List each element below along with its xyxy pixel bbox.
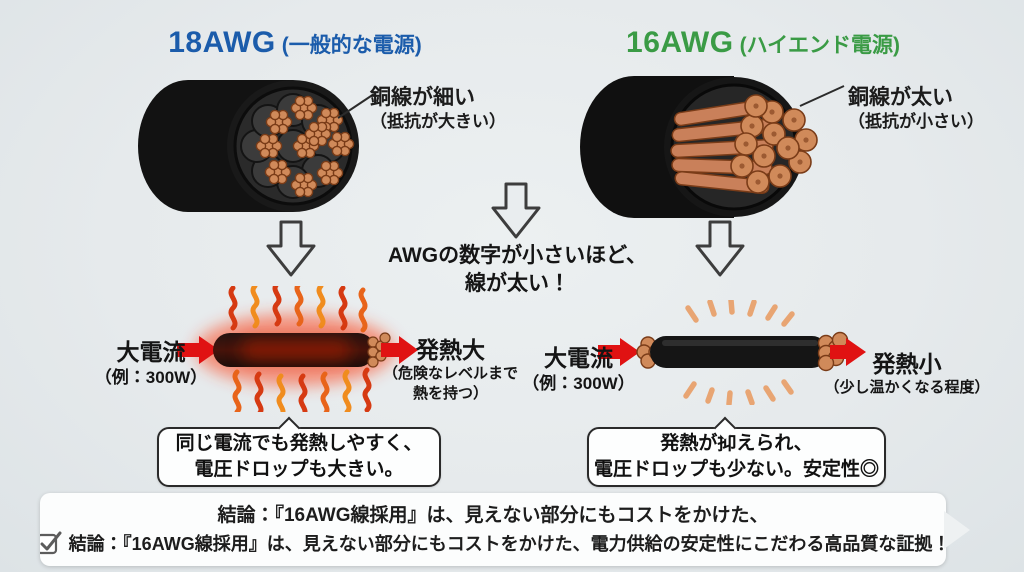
conclusion-line2-text: 結論：『16AWG線採用』は、見えない部分にもコストをかけた、電力供給の安定性に…: [68, 534, 946, 554]
left-bubble-line1: 同じ電流でも発熱しやすく、: [175, 433, 423, 454]
center-message: AWGの数字が小さいほど、 線が太い！: [360, 242, 675, 298]
red-arrow-icon-in: [598, 338, 640, 366]
left-heat-result-label: 発熱大 （危険なレベルまで 熱を持つ）: [378, 336, 523, 404]
left-heat-note-line2: 熱を持つ）: [412, 385, 488, 402]
right-heat-note-line1: （少し温かくなる程度）: [824, 379, 990, 396]
red-arrow-icon-out: [381, 336, 418, 364]
left-bubble-line2: 電圧ドロップも大きい。: [194, 459, 404, 480]
center-down-arrow-icon: [491, 182, 541, 239]
left-heat-title: 発熱大: [416, 337, 485, 363]
right-current-label: 大電流 （例：300W）: [516, 344, 641, 396]
right-cable-label-line1: 銅線が太い: [848, 86, 953, 109]
right-heat-result-label: 発熱小 （少し温かくなる程度）: [802, 350, 1012, 398]
right-bubble-line2: 電圧ドロップも少ない。安定性◎: [593, 459, 879, 480]
left-column-title: 18AWG(一般的な電源): [130, 26, 460, 60]
cable-16awg-cross-section-illustration: [580, 76, 818, 218]
left-current-label: 大電流 （例：300W）: [86, 338, 216, 390]
right-title-suffix: (ハイエンド電源): [739, 34, 900, 57]
left-heat-note-line1: （危険なレベルまで: [382, 365, 518, 382]
cool-cable-scene-illustration: [598, 300, 866, 405]
right-title-awg: 16AWG: [626, 26, 734, 59]
right-heat-title: 発熱小: [872, 351, 942, 377]
right-cable-label: 銅線が太い （抵抗が小さい）: [848, 86, 984, 134]
right-current-line1: 大電流: [544, 345, 613, 371]
warm-ticks-icon-top: [685, 300, 795, 327]
center-message-line2: 線が太い！: [465, 272, 570, 295]
left-current-line1: 大電流: [116, 339, 186, 365]
left-title-suffix: (一般的な電源): [281, 34, 422, 57]
right-bubble-line1: 発熱が抑えられ、: [660, 433, 813, 454]
red-arrow-icon-out: [830, 338, 866, 366]
right-column-title: 16AWG(ハイエンド電源): [588, 26, 938, 60]
conclusion-banner: 結論：『16AWG線採用』は、見えない部分にもコストをかけた、 結論：『16AW…: [40, 493, 946, 566]
right-cable-label-line2: （抵抗が小さい）: [848, 112, 984, 131]
left-current-line2: （例：300W）: [94, 368, 208, 387]
hot-cable-scene-illustration: [177, 286, 418, 412]
left-label-pointer-line: [337, 93, 375, 119]
right-pointer-triangle-icon: [944, 511, 970, 549]
left-cable-label-line1: 銅線が細い: [370, 86, 475, 109]
left-cable-label-line2: （抵抗が大きい）: [370, 112, 506, 131]
cable-18awg-cross-section-illustration: [138, 80, 359, 212]
warm-ticks-icon-bottom: [683, 379, 794, 405]
left-title-awg: 18AWG: [168, 26, 276, 59]
left-down-arrow-icon: [266, 220, 316, 277]
right-down-arrow-icon: [695, 220, 745, 277]
right-current-line2: （例：300W）: [522, 374, 635, 393]
checkbox-icon: [40, 531, 62, 555]
conclusion-line2-row: 結論：『16AWG線採用』は、見えない部分にもコストをかけた、電力供給の安定性に…: [40, 530, 946, 556]
right-label-pointer-line: [799, 85, 845, 107]
red-arrow-icon-in: [177, 336, 219, 364]
conclusion-line1: 結論：『16AWG線採用』は、見えない部分にもコストをかけた、: [217, 505, 769, 526]
left-summary-bubble: 同じ電流でも発熱しやすく、 電圧ドロップも大きい。: [157, 416, 441, 487]
right-summary-bubble: 発熱が抑えられ、 電圧ドロップも少ない。安定性◎: [587, 416, 886, 487]
center-message-line1: AWGの数字が小さいほど、: [387, 244, 648, 267]
left-cable-label: 銅線が細い （抵抗が大きい）: [370, 86, 506, 134]
